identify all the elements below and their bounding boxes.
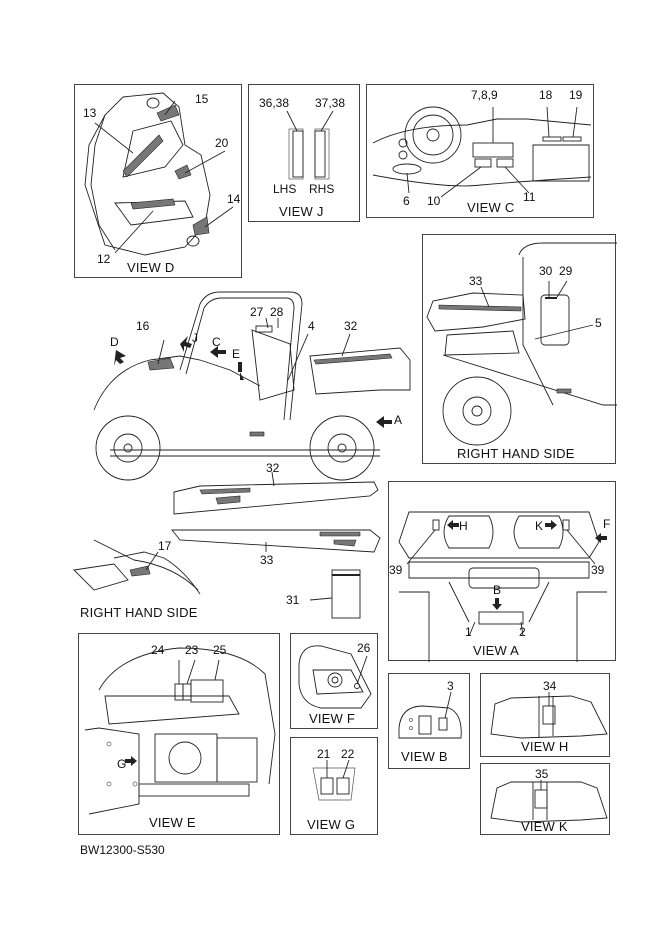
- view-a-panel: 39 39 1 2 H K B F VIEW A: [388, 481, 616, 662]
- view-j-title: VIEW J: [279, 204, 324, 219]
- view-arrow-c: C: [212, 335, 221, 349]
- decal-callout-33: 33: [260, 553, 274, 567]
- callout-4: 4: [308, 319, 315, 333]
- callout-22: 22: [341, 747, 355, 761]
- view-j-panel: 36,38 37,38 LHS RHS VIEW J: [248, 84, 360, 222]
- callout-15: 15: [195, 92, 209, 106]
- callout-34: 34: [543, 679, 557, 693]
- view-arrow-g: G: [117, 757, 127, 771]
- view-a-drawing: [398, 511, 607, 662]
- callout-13: 13: [83, 106, 97, 120]
- callout-2: 2: [519, 625, 526, 639]
- callout-5: 5: [595, 316, 602, 330]
- callout-35: 35: [535, 767, 549, 781]
- view-h-title: VIEW H: [521, 739, 569, 754]
- right-hand-side-drawing: [426, 242, 617, 446]
- view-k-drawing: [490, 780, 608, 823]
- callout-3: 3: [447, 679, 454, 693]
- decal-callout-32: 32: [266, 461, 280, 475]
- right-hand-side-small: 17 RIGHT HAND SIDE: [73, 530, 224, 620]
- view-d-panel: 13 15 20 14 12 VIEW D: [74, 84, 242, 278]
- view-k-panel: 35 VIEW K: [480, 763, 610, 835]
- callout-16: 16: [136, 319, 150, 333]
- view-arrow-d: D: [110, 335, 119, 349]
- callout-24: 24: [151, 643, 165, 657]
- callout-32: 32: [344, 319, 358, 333]
- callout-23: 23: [185, 643, 199, 657]
- view-arrow-j: J: [192, 331, 198, 345]
- view-e-drawing: [84, 647, 276, 815]
- callout-20: 20: [215, 136, 229, 150]
- view-h-drawing: [490, 692, 608, 739]
- callout-33: 33: [469, 274, 483, 288]
- vehicle-drawing: [93, 291, 411, 481]
- view-c-panel: 7,8,9 18 19 6 10 11 VIEW C: [366, 84, 594, 218]
- callout-29: 29: [559, 264, 573, 278]
- right-hand-side-panel: 33 30 29 5 RIGHT HAND SIDE: [422, 234, 617, 464]
- callout-37-38: 37,38: [315, 96, 346, 110]
- callout-1: 1: [465, 625, 472, 639]
- callout-18: 18: [539, 88, 553, 102]
- callout-36-38: 36,38: [259, 96, 290, 110]
- view-b-drawing: [398, 691, 462, 739]
- callout-19: 19: [569, 88, 583, 102]
- view-b-title: VIEW B: [401, 749, 448, 764]
- view-arrow-h: H: [459, 519, 468, 533]
- view-d-drawing: [84, 92, 234, 256]
- view-g-drawing: [312, 759, 356, 801]
- view-e-title: VIEW E: [149, 815, 196, 830]
- decals-drawing: [171, 471, 381, 619]
- callout-28: 28: [270, 305, 284, 319]
- side-label-rhs: RHS: [309, 182, 335, 196]
- right-hand-side-small-drawing: [73, 539, 201, 595]
- view-k-title: VIEW K: [521, 819, 568, 834]
- view-a-title: VIEW A: [473, 643, 519, 658]
- view-f-panel: 26 VIEW F: [290, 633, 378, 729]
- view-c-drawing: [372, 106, 592, 198]
- decal-callout-31: 31: [286, 593, 300, 607]
- view-arrow-k: K: [535, 519, 544, 533]
- view-f-title: VIEW F: [309, 711, 355, 726]
- side-label-lhs: LHS: [273, 182, 297, 196]
- decals-group: 32 33 31: [160, 460, 390, 620]
- callout-10: 10: [427, 194, 441, 208]
- view-f-drawing: [298, 645, 372, 709]
- view-j-drawing: [286, 110, 334, 180]
- callout-14: 14: [227, 192, 241, 206]
- callout-25: 25: [213, 643, 227, 657]
- callout-11: 11: [523, 190, 536, 204]
- view-g-panel: 21 22 VIEW G: [290, 737, 378, 835]
- callout-21: 21: [317, 747, 331, 761]
- view-b-panel: 3 VIEW B: [388, 673, 470, 769]
- view-arrow-f: F: [603, 517, 611, 531]
- callout-30: 30: [539, 264, 553, 278]
- right-hand-side-small-title: RIGHT HAND SIDE: [80, 605, 198, 620]
- document-code: BW12300-S530: [80, 843, 165, 857]
- view-arrow-e: E: [232, 347, 241, 361]
- callout-26: 26: [357, 641, 371, 655]
- callout-12: 12: [97, 252, 111, 266]
- callout-39-left: 39: [389, 563, 403, 577]
- view-g-title: VIEW G: [307, 817, 356, 832]
- callout-39-right: 39: [591, 563, 605, 577]
- callout-6: 6: [403, 194, 410, 208]
- callout-17: 17: [158, 539, 172, 553]
- view-h-panel: 34 VIEW H: [480, 673, 610, 757]
- callout-7-8-9: 7,8,9: [471, 88, 498, 102]
- callout-27: 27: [250, 305, 264, 319]
- right-hand-side-title: RIGHT HAND SIDE: [457, 446, 575, 461]
- view-d-title: VIEW D: [127, 260, 175, 275]
- vehicle-side-view: 16 27 28 4 32 D J C E A: [80, 290, 420, 490]
- view-e-panel: 24 23 25 G VIEW E: [78, 633, 280, 835]
- view-c-title: VIEW C: [467, 200, 515, 215]
- view-arrow-b: B: [493, 583, 502, 597]
- view-arrow-a: A: [394, 413, 403, 427]
